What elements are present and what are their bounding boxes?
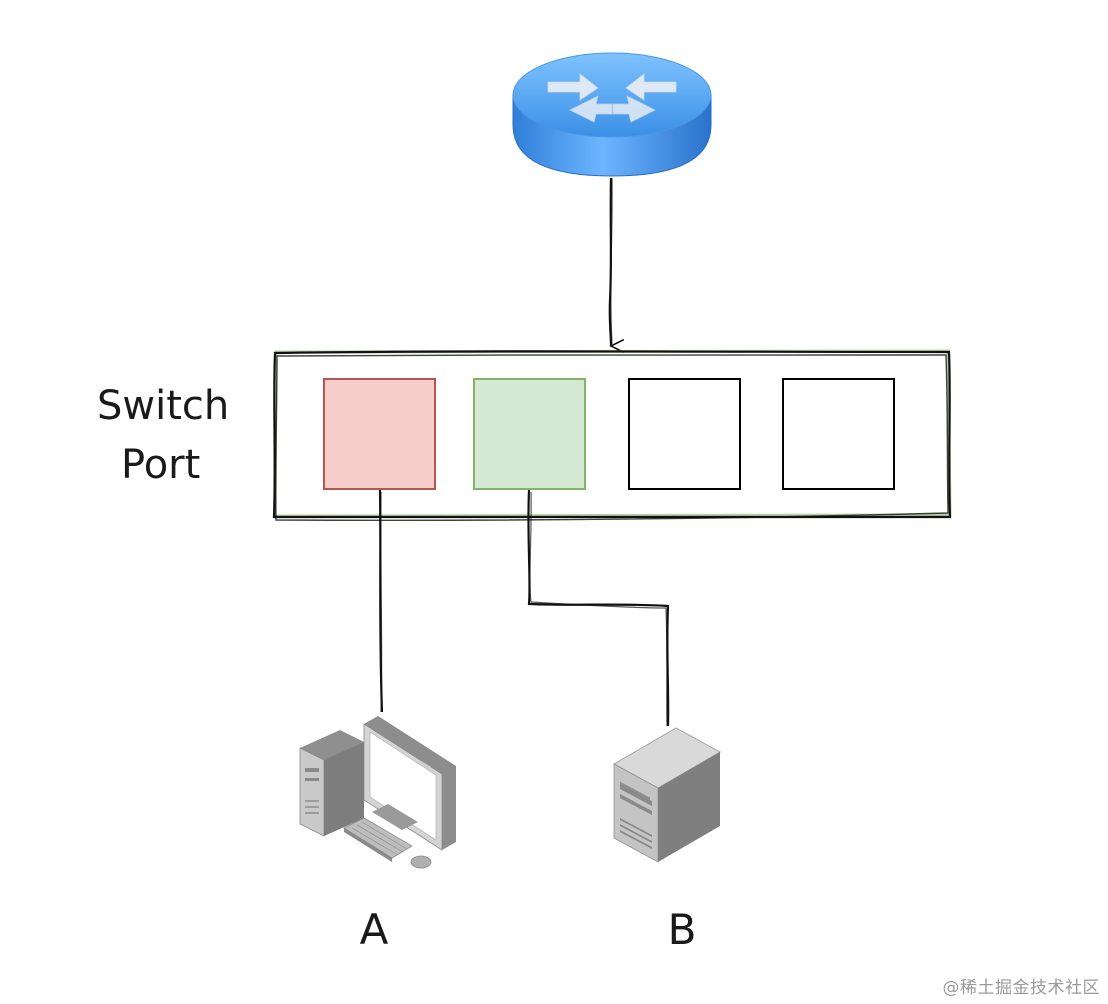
desktop-computer-icon bbox=[299, 716, 456, 869]
switch-port-2 bbox=[473, 378, 586, 490]
watermark: @稀土掘金技术社区 bbox=[942, 978, 1100, 998]
port-a-connector bbox=[378, 489, 384, 713]
switch-label-line2: Port bbox=[121, 442, 200, 488]
host-a-label: A bbox=[360, 905, 389, 954]
switch-port-3 bbox=[628, 378, 741, 490]
server-tower-icon bbox=[613, 727, 721, 863]
switch-port-4 bbox=[782, 378, 895, 490]
host-b-label: B bbox=[668, 905, 697, 954]
router-icon bbox=[512, 52, 712, 177]
router-uplink-connector bbox=[608, 177, 612, 346]
port-b-connector bbox=[527, 489, 670, 727]
switch-frame bbox=[272, 349, 952, 522]
switch-ports bbox=[323, 378, 895, 490]
switch-port-1 bbox=[323, 378, 436, 490]
switch-label-line1: Switch bbox=[97, 383, 229, 429]
